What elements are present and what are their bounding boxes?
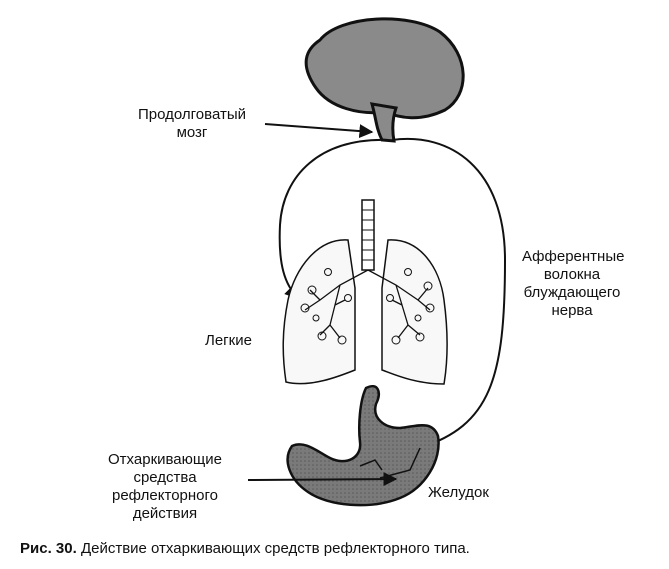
brain — [304, 17, 465, 120]
figure-caption: Рис. 30. Действие отхаркивающих средств … — [20, 540, 470, 558]
alveoli-clusters — [300, 268, 435, 345]
afferent-label-line-3: блуждающего — [523, 284, 621, 301]
medulla-oblongata — [369, 102, 398, 143]
left-lung — [282, 239, 356, 385]
efferent-path-to-lungs — [278, 138, 389, 299]
stomach-label: Желудок — [428, 484, 489, 501]
medulla-label: Продолговатый мозг — [138, 106, 246, 142]
expectorants-pointer-arrow — [247, 472, 398, 487]
right-lung — [381, 239, 448, 385]
lungs-label: Легкие — [205, 332, 252, 349]
medulla-label-line-1: Продолговатый — [138, 106, 246, 123]
afferent-vagus-nerve-path — [391, 137, 507, 449]
medulla-pointer-arrow — [264, 123, 374, 139]
trachea — [361, 199, 375, 271]
expectorants-label-line-3: рефлекторного — [111, 487, 219, 504]
expectorants-label-line-2: средства — [133, 469, 197, 486]
afferent-label-line-4: нерва — [551, 302, 593, 319]
figure-number: Рис. 30. — [20, 540, 77, 557]
afferent-label-line-1: Афферентные — [522, 248, 625, 265]
expectorants-label-line-1: Отхаркивающие — [108, 451, 222, 468]
expectorants-label-line-4: действия — [132, 505, 198, 522]
expectorants-label: Отхаркивающие средства рефлекторного дей… — [100, 451, 230, 523]
afferent-label-line-2: волокна — [543, 266, 601, 283]
medulla-label-line-2: мозг — [176, 124, 208, 141]
stomach — [286, 385, 440, 507]
figure-caption-text: Действие отхаркивающих средств рефлектор… — [80, 540, 470, 557]
afferent-fibres-label: Афферентные волокна блуждающего нерва — [522, 248, 625, 320]
